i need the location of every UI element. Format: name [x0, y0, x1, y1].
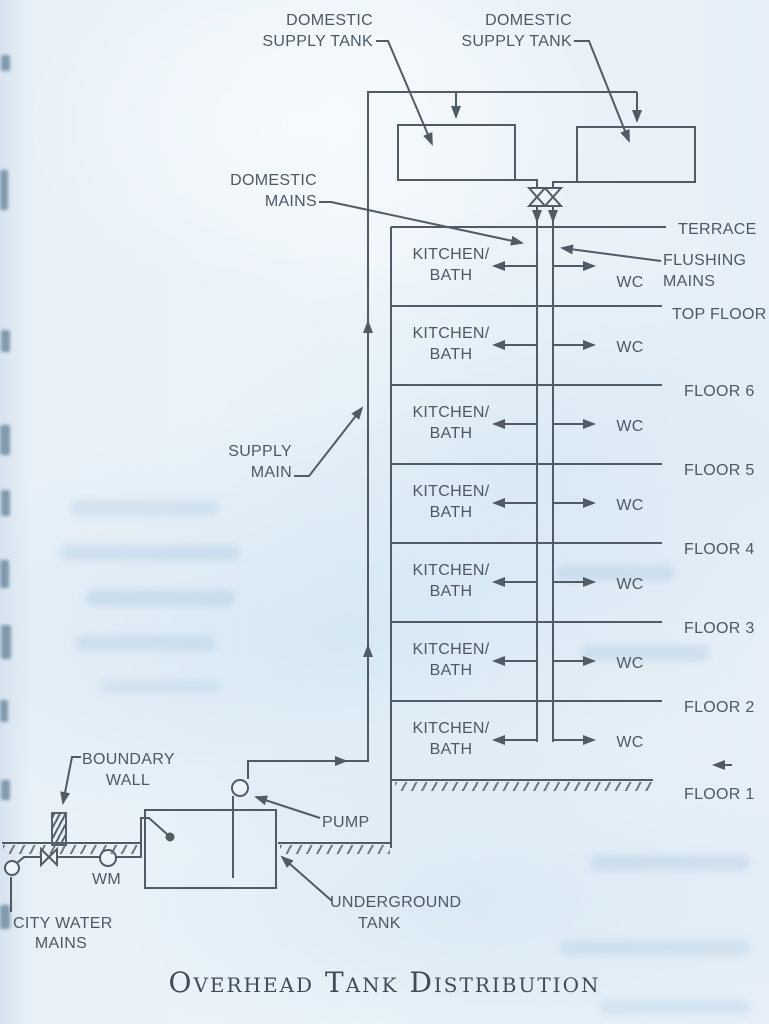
- kitchen-bath-label: KITCHEN/BATH: [412, 246, 490, 284]
- tank1-label-leader: [376, 40, 433, 146]
- supply-main-leader: [294, 406, 364, 477]
- scan-artifact: [0, 905, 10, 929]
- scan-artifact: [85, 590, 235, 606]
- floor-label-4: FLOOR 4: [684, 541, 755, 558]
- supply-main-pipe: [247, 91, 637, 779]
- drawing-title: Overhead Tank Distribution: [168, 966, 601, 999]
- city-service-pipe-c: [116, 817, 169, 858]
- domestic-supply-tank-1: [397, 124, 516, 181]
- wc-label: WC: [616, 576, 644, 593]
- scan-artifact: [600, 1000, 750, 1014]
- tank2-label-leader: [574, 40, 630, 143]
- city-main-riser: [4, 860, 20, 876]
- scan-artifact: [75, 635, 215, 651]
- kitchen-bath-label: KITCHEN/BATH: [412, 404, 490, 442]
- floor-label-6: FLOOR 6: [684, 383, 755, 400]
- wc-label: WC: [616, 497, 644, 514]
- city-service-pipe-a: [16, 856, 41, 864]
- pump-label: PUMP: [322, 814, 370, 831]
- kitchen-bath-label: KITCHEN/BATH: [412, 562, 490, 600]
- scan-artifact: [560, 940, 750, 956]
- scan-artifact: [1, 330, 10, 352]
- tank2-outlet-stub: [552, 181, 577, 188]
- scan-artifact: [590, 855, 750, 871]
- kitchen-bath-label: KITCHEN/BATH: [412, 720, 490, 758]
- underground-tank-leader: [280, 855, 333, 902]
- branch-arrows: [492, 261, 596, 745]
- boundary-wall-post: [51, 812, 67, 846]
- wc-label: WC: [616, 734, 644, 751]
- scan-artifact: [60, 545, 240, 561]
- floor-label-3: FLOOR 3: [684, 620, 755, 637]
- scan-artifact: [0, 560, 9, 588]
- gate-valve-flushing: [542, 187, 564, 207]
- water-meter-label: WM: [92, 871, 122, 888]
- scan-artifact: [0, 700, 8, 722]
- wc-label: WC: [616, 339, 644, 356]
- wc-label: WC: [616, 418, 644, 435]
- domestic-mains-leader: [319, 201, 524, 246]
- floor-label-1: FLOOR 1: [684, 786, 755, 803]
- kitchen-bath-label: KITCHEN/BATH: [412, 641, 490, 679]
- gate-valve-domestic: [526, 187, 548, 207]
- scan-artifact: [70, 500, 220, 516]
- ground-hatch-left: [3, 845, 141, 854]
- floor1-ground-hatch: [395, 782, 653, 791]
- boundary-wall-leader: [60, 756, 81, 805]
- float-valve-ball: [165, 832, 175, 842]
- wc-label: WC: [616, 274, 644, 291]
- scan-artifact: [0, 425, 10, 455]
- scan-artifact: [0, 170, 8, 210]
- kitchen-bath-label: KITCHEN/BATH: [412, 325, 490, 363]
- scan-artifact: [1, 490, 10, 516]
- ground-hatch-right: [280, 845, 390, 854]
- floor-label-2: FLOOR 2: [684, 699, 755, 716]
- underground-tank: [144, 809, 277, 889]
- kitchen-bath-label: KITCHEN/BATH: [412, 483, 490, 521]
- pump-symbol: [231, 779, 249, 797]
- scan-artifact: [580, 645, 710, 661]
- floor-label-5: FLOOR 5: [684, 462, 755, 479]
- scan-artifact: [1, 780, 10, 800]
- underground-tank-label: UNDERGROUND TANK: [330, 894, 462, 932]
- pump-leader: [254, 795, 321, 819]
- floor-label-terrace: TERRACE: [678, 221, 757, 238]
- scan-artifact: [100, 680, 220, 694]
- tank1-outlet-stub: [515, 179, 538, 188]
- domestic-supply-tank-2: [576, 126, 696, 183]
- wc-label: WC: [616, 655, 644, 672]
- floor-label-top-floor: TOP FLOOR: [672, 306, 767, 323]
- scan-artifact: [1, 625, 11, 659]
- flushing-mains-leader: [560, 244, 662, 262]
- scan-artifact: [1, 55, 10, 71]
